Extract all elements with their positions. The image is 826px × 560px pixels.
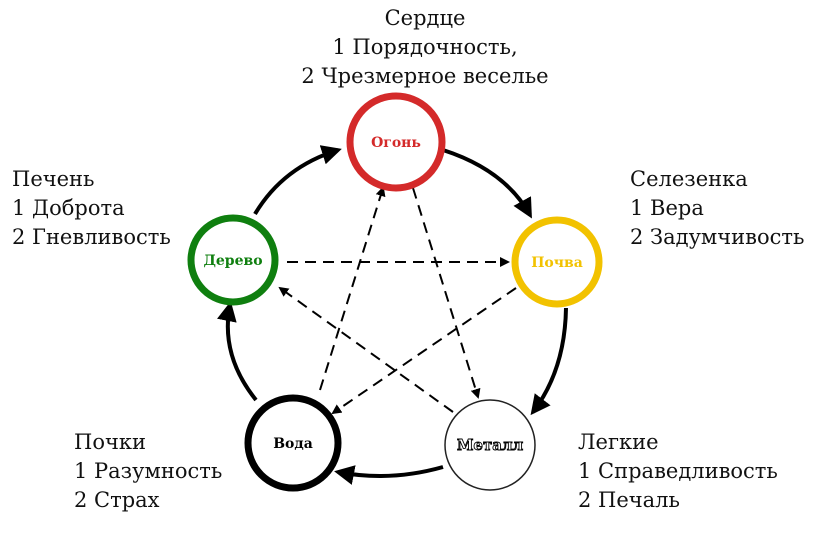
lungs-name: Легкие <box>578 430 659 454</box>
lungs-virtue: 1 Справедливость <box>578 459 778 483</box>
heart-emotion: 2 Чрезмерное веселье <box>301 64 549 88</box>
kidneys-virtue: 1 Разумность <box>74 459 223 483</box>
arrow-earth-to-metal <box>530 307 568 416</box>
arrow-fire-to-earth <box>442 148 532 219</box>
spleen-emotion: 2 Задумчивость <box>630 225 805 249</box>
node-earth: Почва <box>511 216 603 308</box>
metal-circle <box>444 399 536 491</box>
arrow-metal-to-wood <box>278 286 454 413</box>
arrow-water-to-fire <box>319 186 386 391</box>
earth-circle <box>511 216 603 308</box>
wood-label: Дерево <box>203 253 262 269</box>
spleen-virtue: 1 Вера <box>630 196 704 220</box>
arrow-earth-to-water <box>331 287 517 415</box>
earth-label: Почва <box>531 255 583 271</box>
fire-label: Огонь <box>371 135 421 151</box>
caption-lungs: Легкие 1 Справедливость 2 Печаль <box>578 428 778 515</box>
arrow-water-to-wood <box>217 301 258 402</box>
controlling-cycle <box>278 186 517 415</box>
fire-circle <box>346 92 446 192</box>
node-wood: Дерево <box>187 214 279 306</box>
caption-spleen: Селезенка 1 Вера 2 Задумчивость <box>630 165 804 252</box>
heart-virtue: 1 Порядочность, <box>332 35 518 59</box>
caption-heart: Сердце 1 Порядочность, 2 Чрезмерное весе… <box>0 4 826 91</box>
spleen-name: Селезенка <box>630 167 748 191</box>
arrow-metal-to-water <box>334 465 444 485</box>
caption-kidneys: Почки 1 Разумность 2 Страх <box>74 428 222 515</box>
wood-circle <box>187 214 279 306</box>
kidneys-name: Почки <box>74 430 146 454</box>
water-circle <box>244 394 342 492</box>
liver-virtue: 1 Доброта <box>12 196 125 220</box>
generating-cycle <box>217 145 568 485</box>
kidneys-emotion: 2 Страх <box>74 488 160 512</box>
metal-label: Металл <box>457 436 524 454</box>
liver-emotion: 2 Гневливость <box>12 225 171 249</box>
water-label: Вода <box>273 436 313 452</box>
arrow-fire-to-metal <box>412 187 481 399</box>
caption-liver: Печень 1 Доброта 2 Гневливость <box>12 165 171 252</box>
node-fire: Огонь <box>346 92 446 192</box>
heart-name: Сердце <box>384 6 466 30</box>
arrow-wood-to-fire <box>253 145 342 216</box>
node-water: Вода <box>244 394 342 492</box>
lungs-emotion: 2 Печаль <box>578 488 680 512</box>
liver-name: Печень <box>12 167 95 191</box>
node-metal: Металл <box>444 399 536 491</box>
